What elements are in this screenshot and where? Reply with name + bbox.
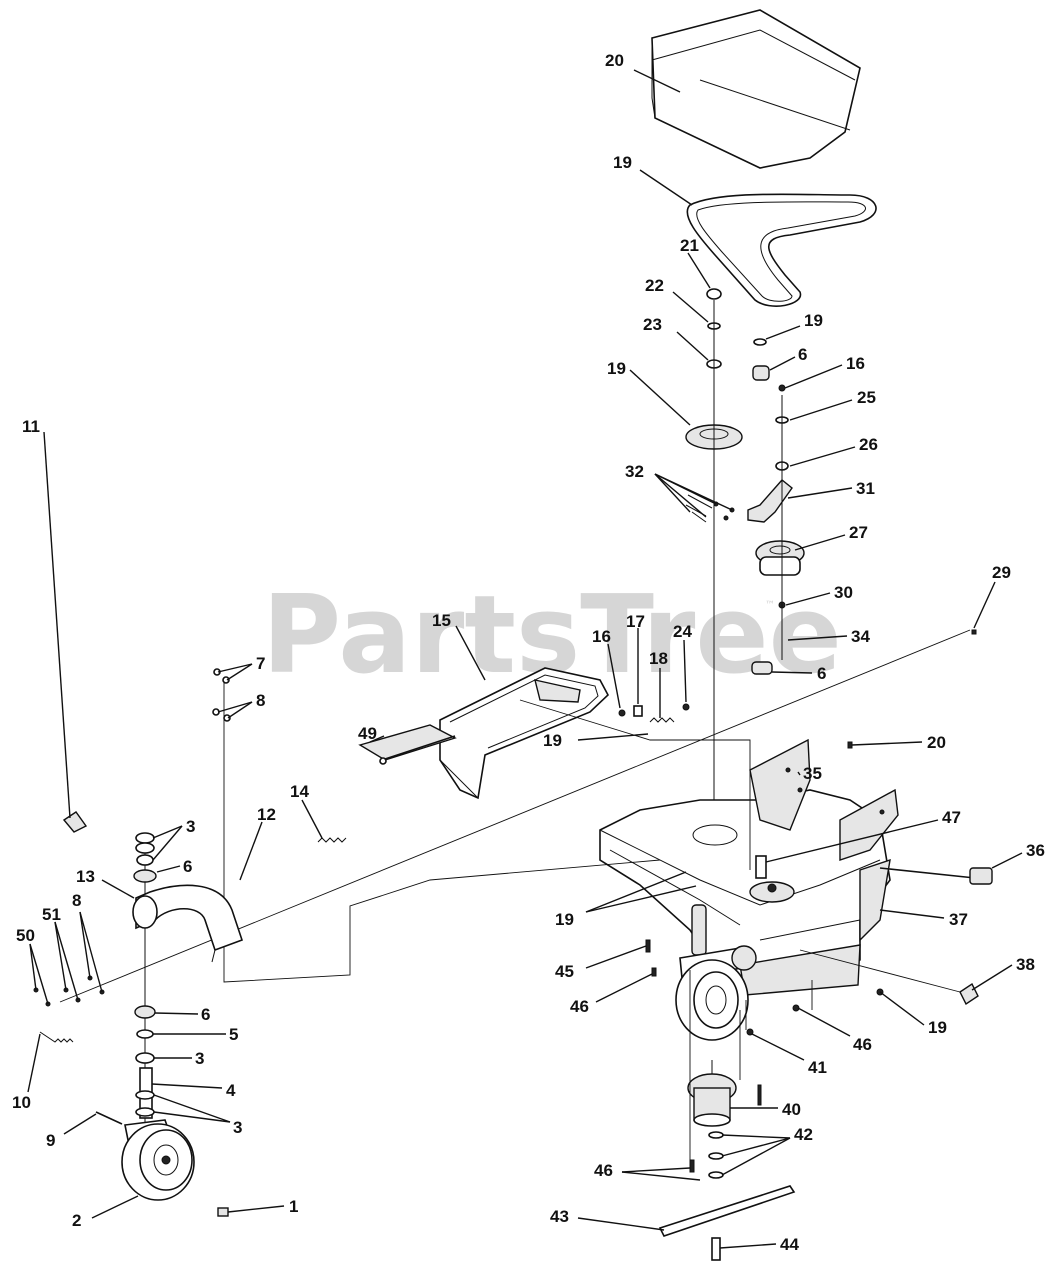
callout-46-a: 45 (555, 962, 574, 981)
callout-2: 2 (72, 1211, 81, 1230)
callout-11: 11 (22, 417, 40, 436)
callout-29: 23 (643, 315, 662, 334)
callout-19-a: 19 (543, 731, 562, 750)
callout-30: 25 (857, 388, 876, 407)
callout-7: 7 (256, 654, 265, 673)
deck-spindle-pulley (749, 881, 795, 903)
part-25-belt (686, 193, 877, 307)
callout-43: 42 (794, 1125, 813, 1144)
callout-19-c: 19 (928, 1018, 947, 1037)
watermark-trademark: ™ (765, 600, 775, 611)
mower-deck-housing (599, 738, 899, 996)
callout-28: 22 (645, 276, 664, 295)
callout-8-b: 8 (72, 891, 81, 910)
idler-hardware-stack (747, 338, 805, 675)
callout-16-a: 16 (846, 354, 865, 373)
callout-40: 38 (1016, 955, 1035, 974)
callout-23: 19 (804, 311, 823, 330)
callout-36: 34 (851, 627, 870, 646)
left-small-hardware (33, 668, 231, 1217)
part-49-hinge-rod (358, 724, 457, 765)
callout-6-b: 6 (817, 664, 826, 683)
callout-10: 10 (12, 1093, 31, 1112)
callout-38: 36 (1026, 841, 1045, 860)
part-15-discharge-chute (439, 667, 609, 800)
callout-6-c: 6 (183, 857, 192, 876)
part-14-spring (317, 837, 347, 843)
callout-32: 27 (849, 523, 868, 542)
callout-25: 19 (613, 153, 632, 172)
callout-35: 32 (625, 462, 644, 481)
callout-51: 51 (42, 905, 61, 924)
callout-26: 20 (605, 51, 624, 70)
callout-33: 29 (992, 563, 1011, 582)
callout-8-a: 8 (256, 691, 265, 710)
callout-3-b: 3 (195, 1049, 204, 1068)
callout-41: 40 (782, 1100, 801, 1119)
callout-4: 4 (226, 1081, 236, 1100)
callout-46-b: 46 (853, 1035, 872, 1054)
callout-16-b: 16 (592, 627, 611, 646)
callout-3-c: 3 (233, 1118, 242, 1137)
callout-31: 26 (859, 435, 878, 454)
callout-39: 37 (949, 910, 968, 929)
callout-42: 41 (808, 1058, 827, 1077)
callout-19-b: 19 (555, 910, 574, 929)
callout-50: 50 (16, 926, 35, 945)
callout-21: 24 (673, 622, 692, 641)
part-26-belt-cover (651, 9, 861, 169)
callout-3-a: 3 (186, 817, 195, 836)
callout-44: 43 (550, 1207, 569, 1226)
callout-18: 18 (649, 649, 668, 668)
callout-34: 30 (834, 583, 853, 602)
callout-37: 35 (803, 764, 822, 783)
part-48-pin (755, 855, 767, 879)
callout-9: 9 (46, 1131, 55, 1150)
callout-12: 12 (257, 805, 276, 824)
callout-15: 15 (432, 611, 451, 630)
part-45-bolt (711, 1237, 721, 1261)
callout-22: 31 (856, 479, 875, 498)
callout-20: 20 (927, 733, 946, 752)
chute-spring-hardware (618, 703, 690, 723)
callouts: 20 19 21 22 23 19 19 6 16 25 26 31 (12, 51, 1045, 1254)
part-43-washers (708, 1131, 724, 1179)
callout-6-a: 6 (798, 345, 807, 364)
callout-13: 13 (76, 867, 95, 886)
callout-48: 47 (942, 808, 961, 827)
callout-24: 19 (607, 359, 626, 378)
left-caster-assembly (121, 832, 244, 1201)
callout-5: 5 (229, 1025, 238, 1044)
deck-caster-wheel (675, 904, 757, 1041)
part-38-bolt (879, 867, 993, 885)
callout-47: 46 (570, 997, 589, 1016)
callout-27: 21 (680, 236, 699, 255)
callout-45: 44 (780, 1235, 799, 1254)
callout-1: 1 (289, 1197, 298, 1216)
callout-46-c: 46 (594, 1161, 613, 1180)
callout-49: 49 (358, 724, 377, 743)
part-41-spindle-housing (687, 1060, 737, 1127)
part-40 (959, 982, 979, 1006)
part-44-blade (658, 1185, 796, 1237)
callout-6-d: 6 (201, 1005, 210, 1024)
callout-17: 17 (626, 612, 645, 631)
callout-14: 14 (290, 782, 309, 801)
